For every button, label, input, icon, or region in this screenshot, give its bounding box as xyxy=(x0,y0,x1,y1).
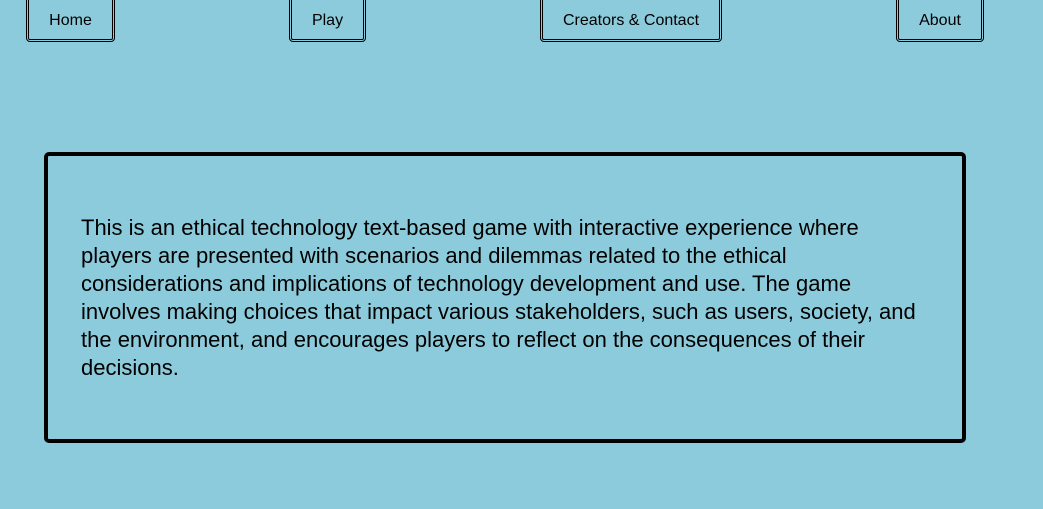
game-description-text: This is an ethical technology text-based… xyxy=(81,215,916,380)
game-description-panel: This is an ethical technology text-based… xyxy=(44,152,966,443)
creators-contact-button[interactable]: Creators & Contact xyxy=(540,0,722,42)
home-button[interactable]: Home xyxy=(26,0,115,42)
play-button[interactable]: Play xyxy=(289,0,366,42)
about-button[interactable]: About xyxy=(896,0,984,42)
